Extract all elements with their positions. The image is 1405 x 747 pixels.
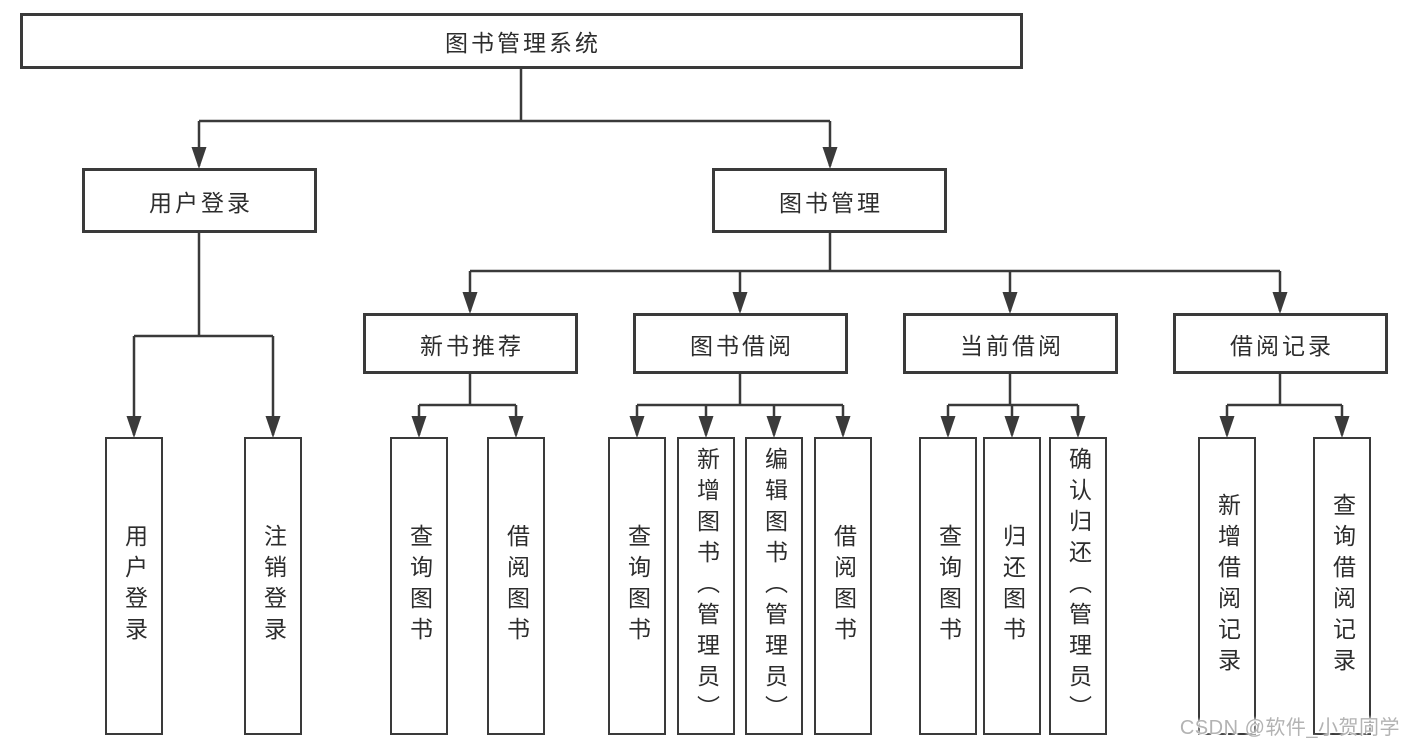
node-leaf-user-login: 用户登录	[105, 437, 163, 735]
node-leaf-query-books-current-label: 查询图书	[935, 524, 962, 648]
node-leaf-user-login-label: 用户登录	[121, 524, 148, 648]
node-leaf-logout: 注销登录	[244, 437, 302, 735]
node-leaf-query-books-rec-label: 查询图书	[406, 524, 433, 648]
node-book-borrow-label: 图书借阅	[690, 332, 794, 359]
node-leaf-borrow-books: 借阅图书	[814, 437, 872, 735]
node-leaf-add-books-admin: 新增图书（管理员）	[677, 437, 735, 735]
node-leaf-borrow-books-rec: 借阅图书	[487, 437, 545, 735]
node-leaf-borrow-books-label: 借阅图书	[830, 524, 857, 648]
node-user-login: 用户登录	[82, 168, 317, 233]
node-leaf-borrow-books-rec-label: 借阅图书	[503, 524, 530, 648]
node-leaf-add-books-admin-label: 新增图书（管理员）	[693, 446, 720, 726]
node-leaf-add-borrow-record-label: 新增借阅记录	[1214, 493, 1241, 679]
node-leaf-edit-books-admin-label: 编辑图书（管理员）	[761, 446, 788, 726]
connector-root-to-level2	[197, 69, 832, 166]
node-new-book-rec-label: 新书推荐	[420, 332, 524, 359]
connector-book-mgmt-to-level3	[468, 233, 1282, 311]
connector-new-book-rec-children	[417, 374, 518, 435]
node-leaf-return-books: 归还图书	[983, 437, 1041, 735]
node-root: 图书管理系统	[20, 13, 1023, 69]
node-borrow-records: 借阅记录	[1173, 313, 1388, 374]
node-leaf-edit-books-admin: 编辑图书（管理员）	[745, 437, 803, 735]
node-leaf-query-books-rec: 查询图书	[390, 437, 448, 735]
node-leaf-add-borrow-record: 新增借阅记录	[1198, 437, 1256, 735]
connector-borrow-records-children	[1225, 374, 1344, 435]
node-leaf-logout-label: 注销登录	[260, 524, 287, 648]
node-leaf-return-books-label: 归还图书	[999, 524, 1026, 648]
node-leaf-query-borrow-record-label: 查询借阅记录	[1329, 493, 1356, 679]
node-leaf-confirm-return-admin: 确认归还（管理员）	[1049, 437, 1107, 735]
node-book-mgmt: 图书管理	[712, 168, 947, 233]
node-leaf-query-books-current: 查询图书	[919, 437, 977, 735]
node-leaf-query-books-borrow-label: 查询图书	[624, 524, 651, 648]
node-book-borrow: 图书借阅	[633, 313, 848, 374]
node-borrow-records-label: 借阅记录	[1230, 332, 1334, 359]
node-leaf-query-borrow-record: 查询借阅记录	[1313, 437, 1371, 735]
node-current-borrow: 当前借阅	[903, 313, 1118, 374]
node-new-book-rec: 新书推荐	[363, 313, 578, 374]
connector-user-login-children	[132, 233, 275, 435]
node-user-login-label: 用户登录	[149, 189, 253, 216]
node-leaf-confirm-return-admin-label: 确认归还（管理员）	[1065, 446, 1092, 726]
connector-book-borrow-children	[635, 374, 845, 435]
csdn-watermark: CSDN @软件_小贺同学	[1179, 717, 1400, 739]
node-root-label: 图书管理系统	[445, 30, 601, 56]
node-current-borrow-label: 当前借阅	[960, 332, 1064, 359]
node-leaf-query-books-borrow: 查询图书	[608, 437, 666, 735]
connector-current-borrow-children	[946, 374, 1080, 435]
node-book-mgmt-label: 图书管理	[779, 189, 883, 216]
